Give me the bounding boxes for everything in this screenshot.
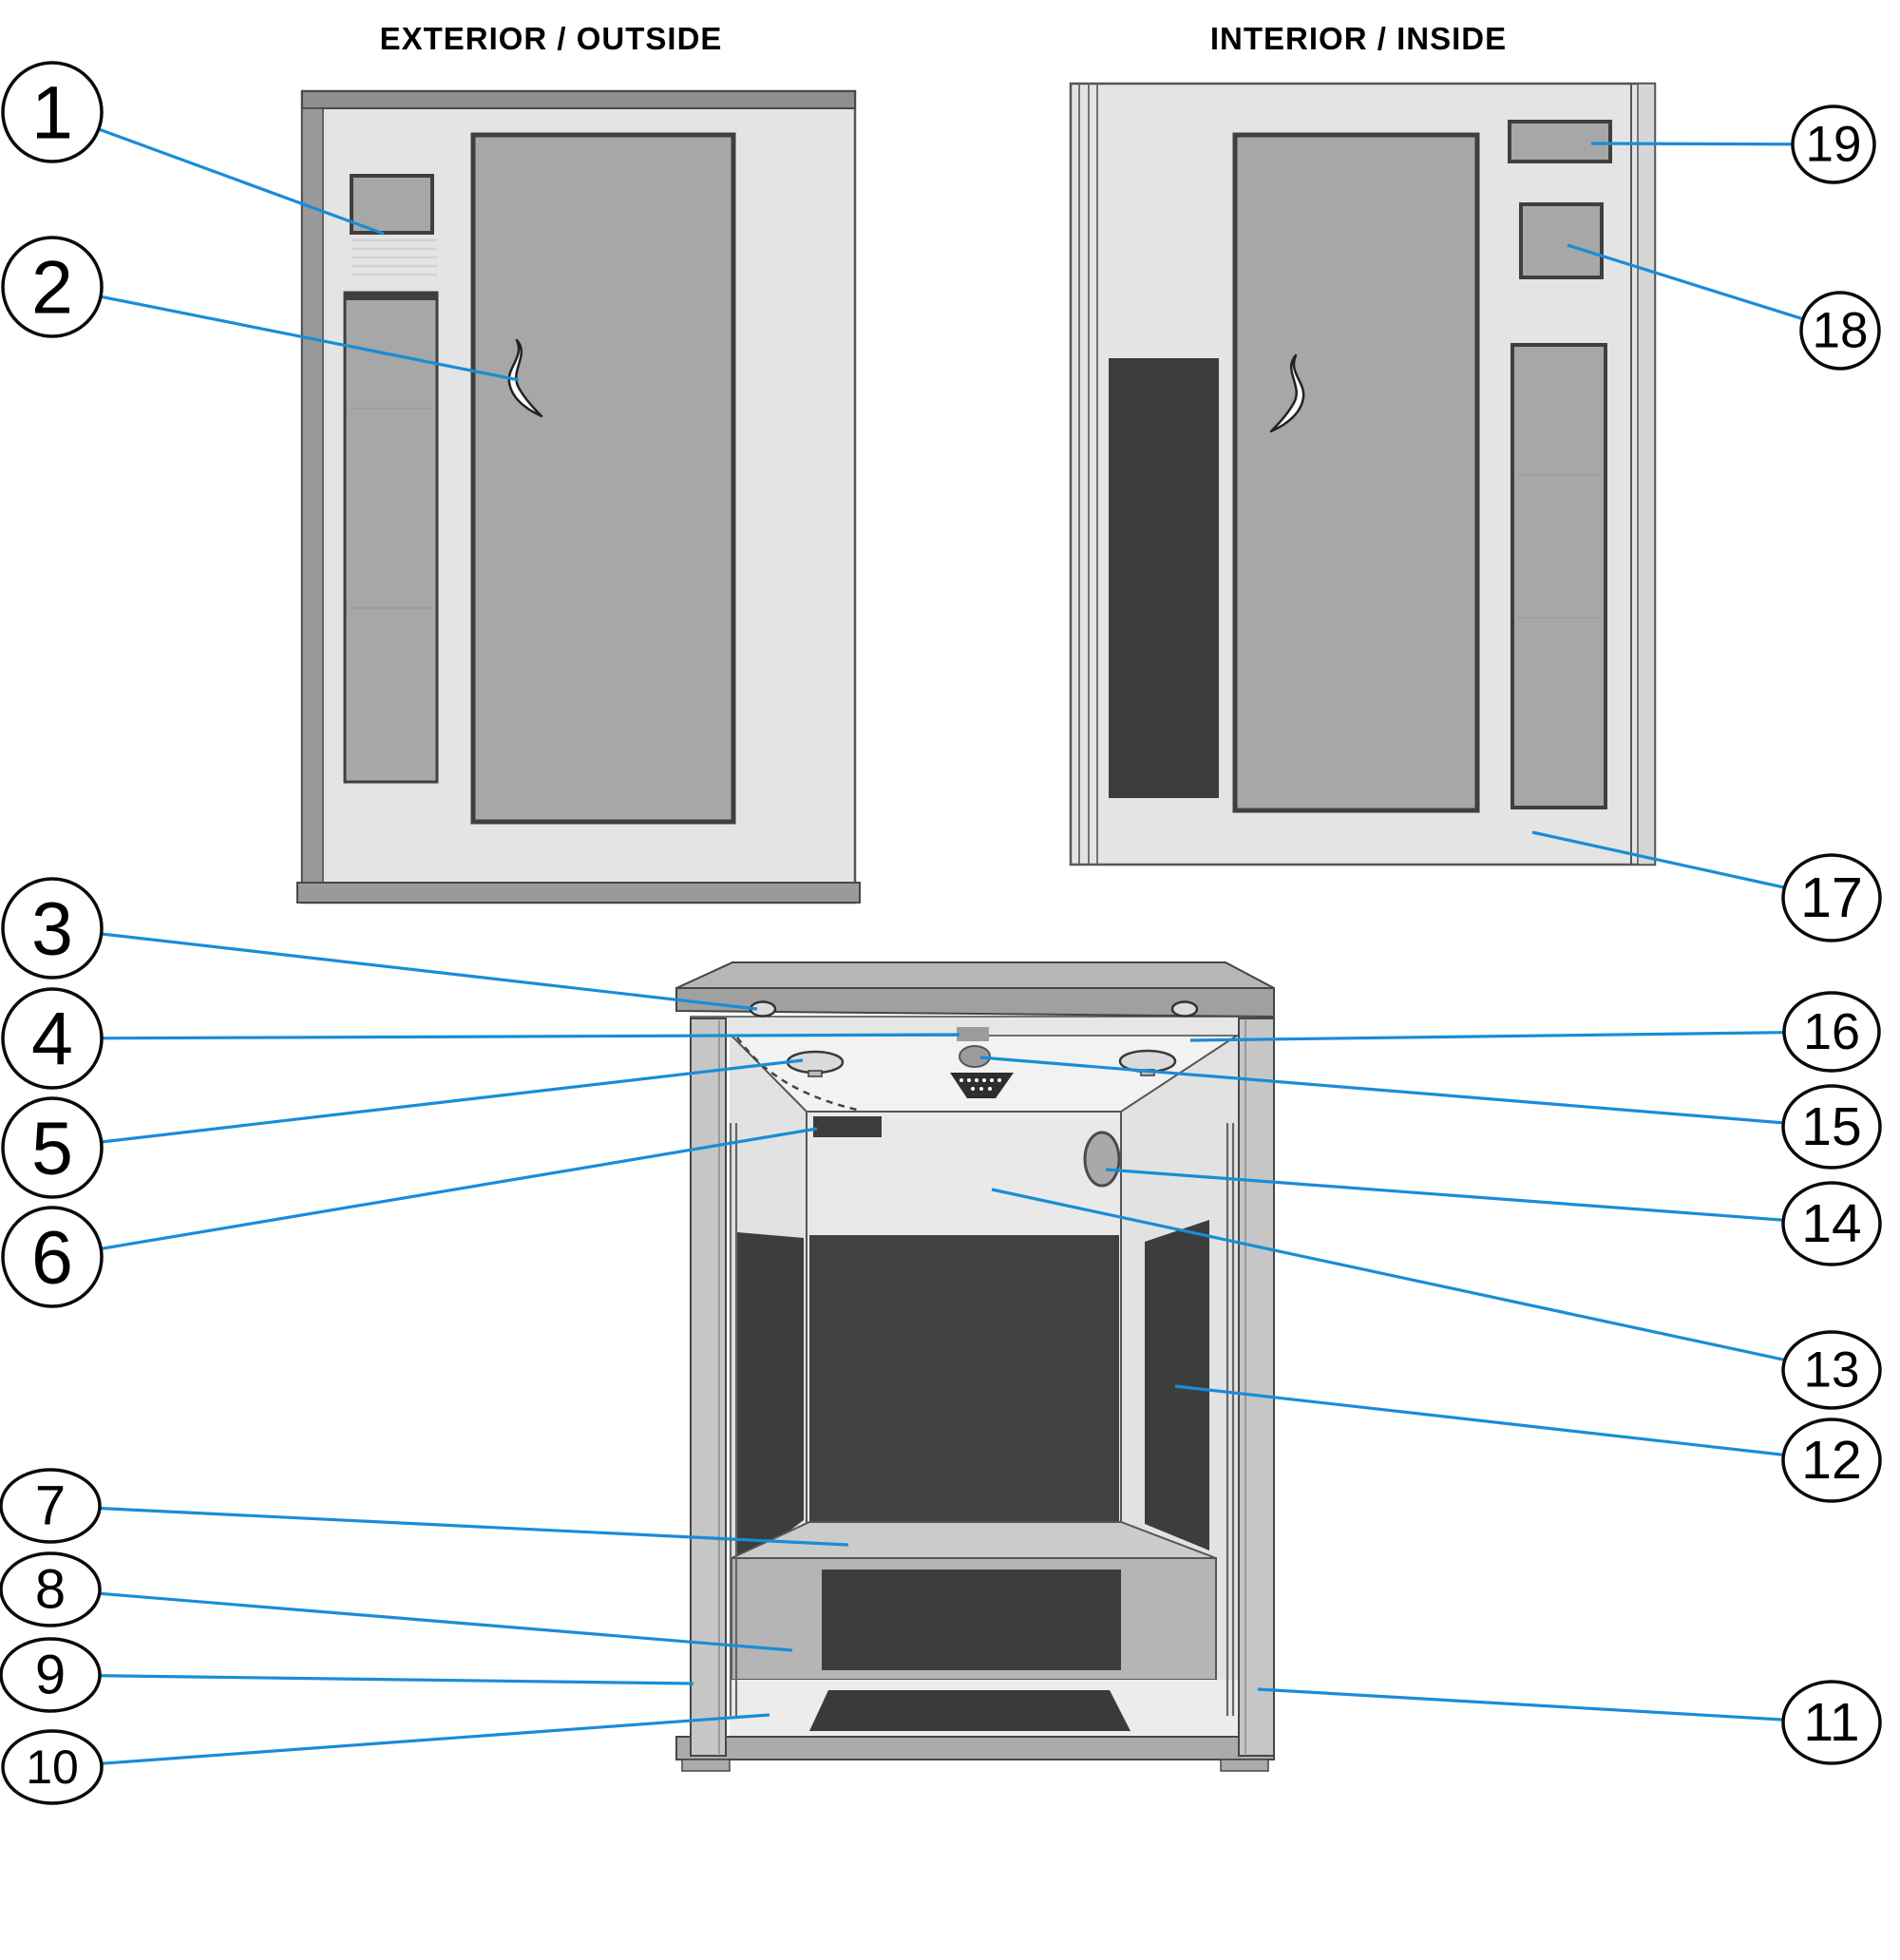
steam-swirl-icon [1269,353,1305,433]
callout-7: 7 [0,1468,102,1544]
interior-panel-diagram [1069,82,1657,866]
base-plinth [675,1736,1275,1760]
right-frame-post [1238,1018,1275,1757]
leader-line-5 [51,1058,804,1150]
callout-18: 18 [1799,291,1881,371]
leader-line-13 [991,1188,1833,1372]
callout-13: 13 [1781,1330,1882,1410]
interior-door-panel [1232,132,1480,813]
roof-top-surface [675,961,1275,989]
leader-line-6 [51,1127,818,1259]
callout-number-19: 19 [1806,117,1862,173]
leader-line-3 [51,926,758,1011]
leader-line-11 [1257,1687,1833,1724]
callout-8: 8 [0,1551,102,1627]
leader-line-9 [49,1673,694,1685]
callout-number-7: 7 [35,1475,66,1537]
wall-knob-oval [1083,1131,1121,1188]
callout-number-11: 11 [1803,1692,1859,1753]
glass-door-edge-right [1226,1123,1235,1716]
interior-dark-panel [1109,358,1219,798]
cabin-interior-diagram [675,961,1275,1772]
callout-14: 14 [1781,1181,1882,1266]
exterior-vent-louvers [352,238,437,276]
steam-swirl-icon [507,338,543,418]
leader-line-8 [49,1588,793,1652]
leader-line-2 [51,285,520,382]
callout-number-14: 14 [1801,1193,1861,1254]
floor-mat [809,1690,1130,1731]
callout-number-12: 12 [1801,1430,1861,1491]
callout-number-8: 8 [35,1559,66,1621]
ceiling-vent [957,1027,989,1041]
base-foot-right [1220,1759,1269,1772]
callout-16: 16 [1782,991,1881,1073]
ceiling-cable [735,1037,858,1112]
shower-head-icon [950,1045,1014,1098]
exterior-side-column [343,291,439,784]
callout-6: 6 [1,1206,104,1308]
back-wall-vent [813,1116,882,1137]
callout-number-13: 13 [1804,1342,1860,1399]
interior-left-edge-lines [1078,84,1098,865]
leader-line-18 [1567,243,1841,333]
leader-line-12 [1174,1384,1833,1462]
callout-17: 17 [1781,853,1882,942]
interior-side-column [1510,343,1607,809]
glass-door-edge-left [729,1123,738,1716]
base-foot-left [681,1759,731,1772]
interior-view-title: INTERIOR / INSIDE [1209,21,1508,56]
callout-number-16: 16 [1803,1003,1860,1060]
leader-line-1 [51,110,385,236]
callout-1: 1 [1,61,104,163]
exterior-door-panel [470,132,736,825]
callout-19: 19 [1791,105,1876,184]
callout-3: 3 [1,877,104,980]
callout-number-2: 2 [31,245,73,330]
callout-4: 4 [1,987,104,1090]
callout-number-17: 17 [1800,866,1863,929]
interior-control-panel [1519,202,1604,279]
callout-number-18: 18 [1813,303,1869,359]
roof-front-fascia [675,987,1275,1018]
left-frame-post [690,1018,727,1757]
leader-line-17 [1531,830,1833,900]
callout-number-1: 1 [31,70,73,155]
callout-number-3: 3 [31,886,73,971]
interior-right-edge-face [1637,83,1656,866]
callout-number-9: 9 [35,1645,66,1706]
callout-number-15: 15 [1801,1096,1861,1157]
interior-display-unit [1508,120,1612,163]
callout-number-4: 4 [31,997,73,1081]
leader-lines [49,110,1841,1769]
callout-15: 15 [1781,1084,1882,1170]
exterior-panel-diagram [296,89,861,904]
exterior-left-rail [301,107,324,884]
exterior-top-rail [301,90,856,109]
callout-number-10: 10 [26,1741,79,1794]
callout-11: 11 [1781,1680,1882,1765]
callout-9: 9 [0,1637,102,1713]
callout-12: 12 [1781,1418,1882,1503]
callout-5: 5 [1,1096,104,1199]
callout-number-5: 5 [31,1106,73,1190]
back-glass-panel [809,1235,1119,1525]
callout-10: 10 [1,1729,104,1805]
leader-line-16 [1189,1030,1833,1042]
leader-line-15 [979,1056,1833,1129]
leader-line-4 [51,1033,960,1040]
bench-front-inset [822,1570,1121,1670]
ceiling-light-icon [1118,1049,1177,1076]
exterior-control-panel [350,174,434,235]
exterior-view-title: EXTERIOR / OUTSIDE [379,21,723,56]
roof-ring-right [1170,1000,1199,1018]
exterior-bottom-rail [296,882,861,904]
leader-line-7 [49,1504,849,1547]
leader-line-14 [1105,1168,1833,1226]
callout-number-6: 6 [31,1215,73,1300]
leader-line-10 [51,1713,770,1769]
callout-2: 2 [1,236,104,338]
left-glass-panel [737,1232,804,1570]
